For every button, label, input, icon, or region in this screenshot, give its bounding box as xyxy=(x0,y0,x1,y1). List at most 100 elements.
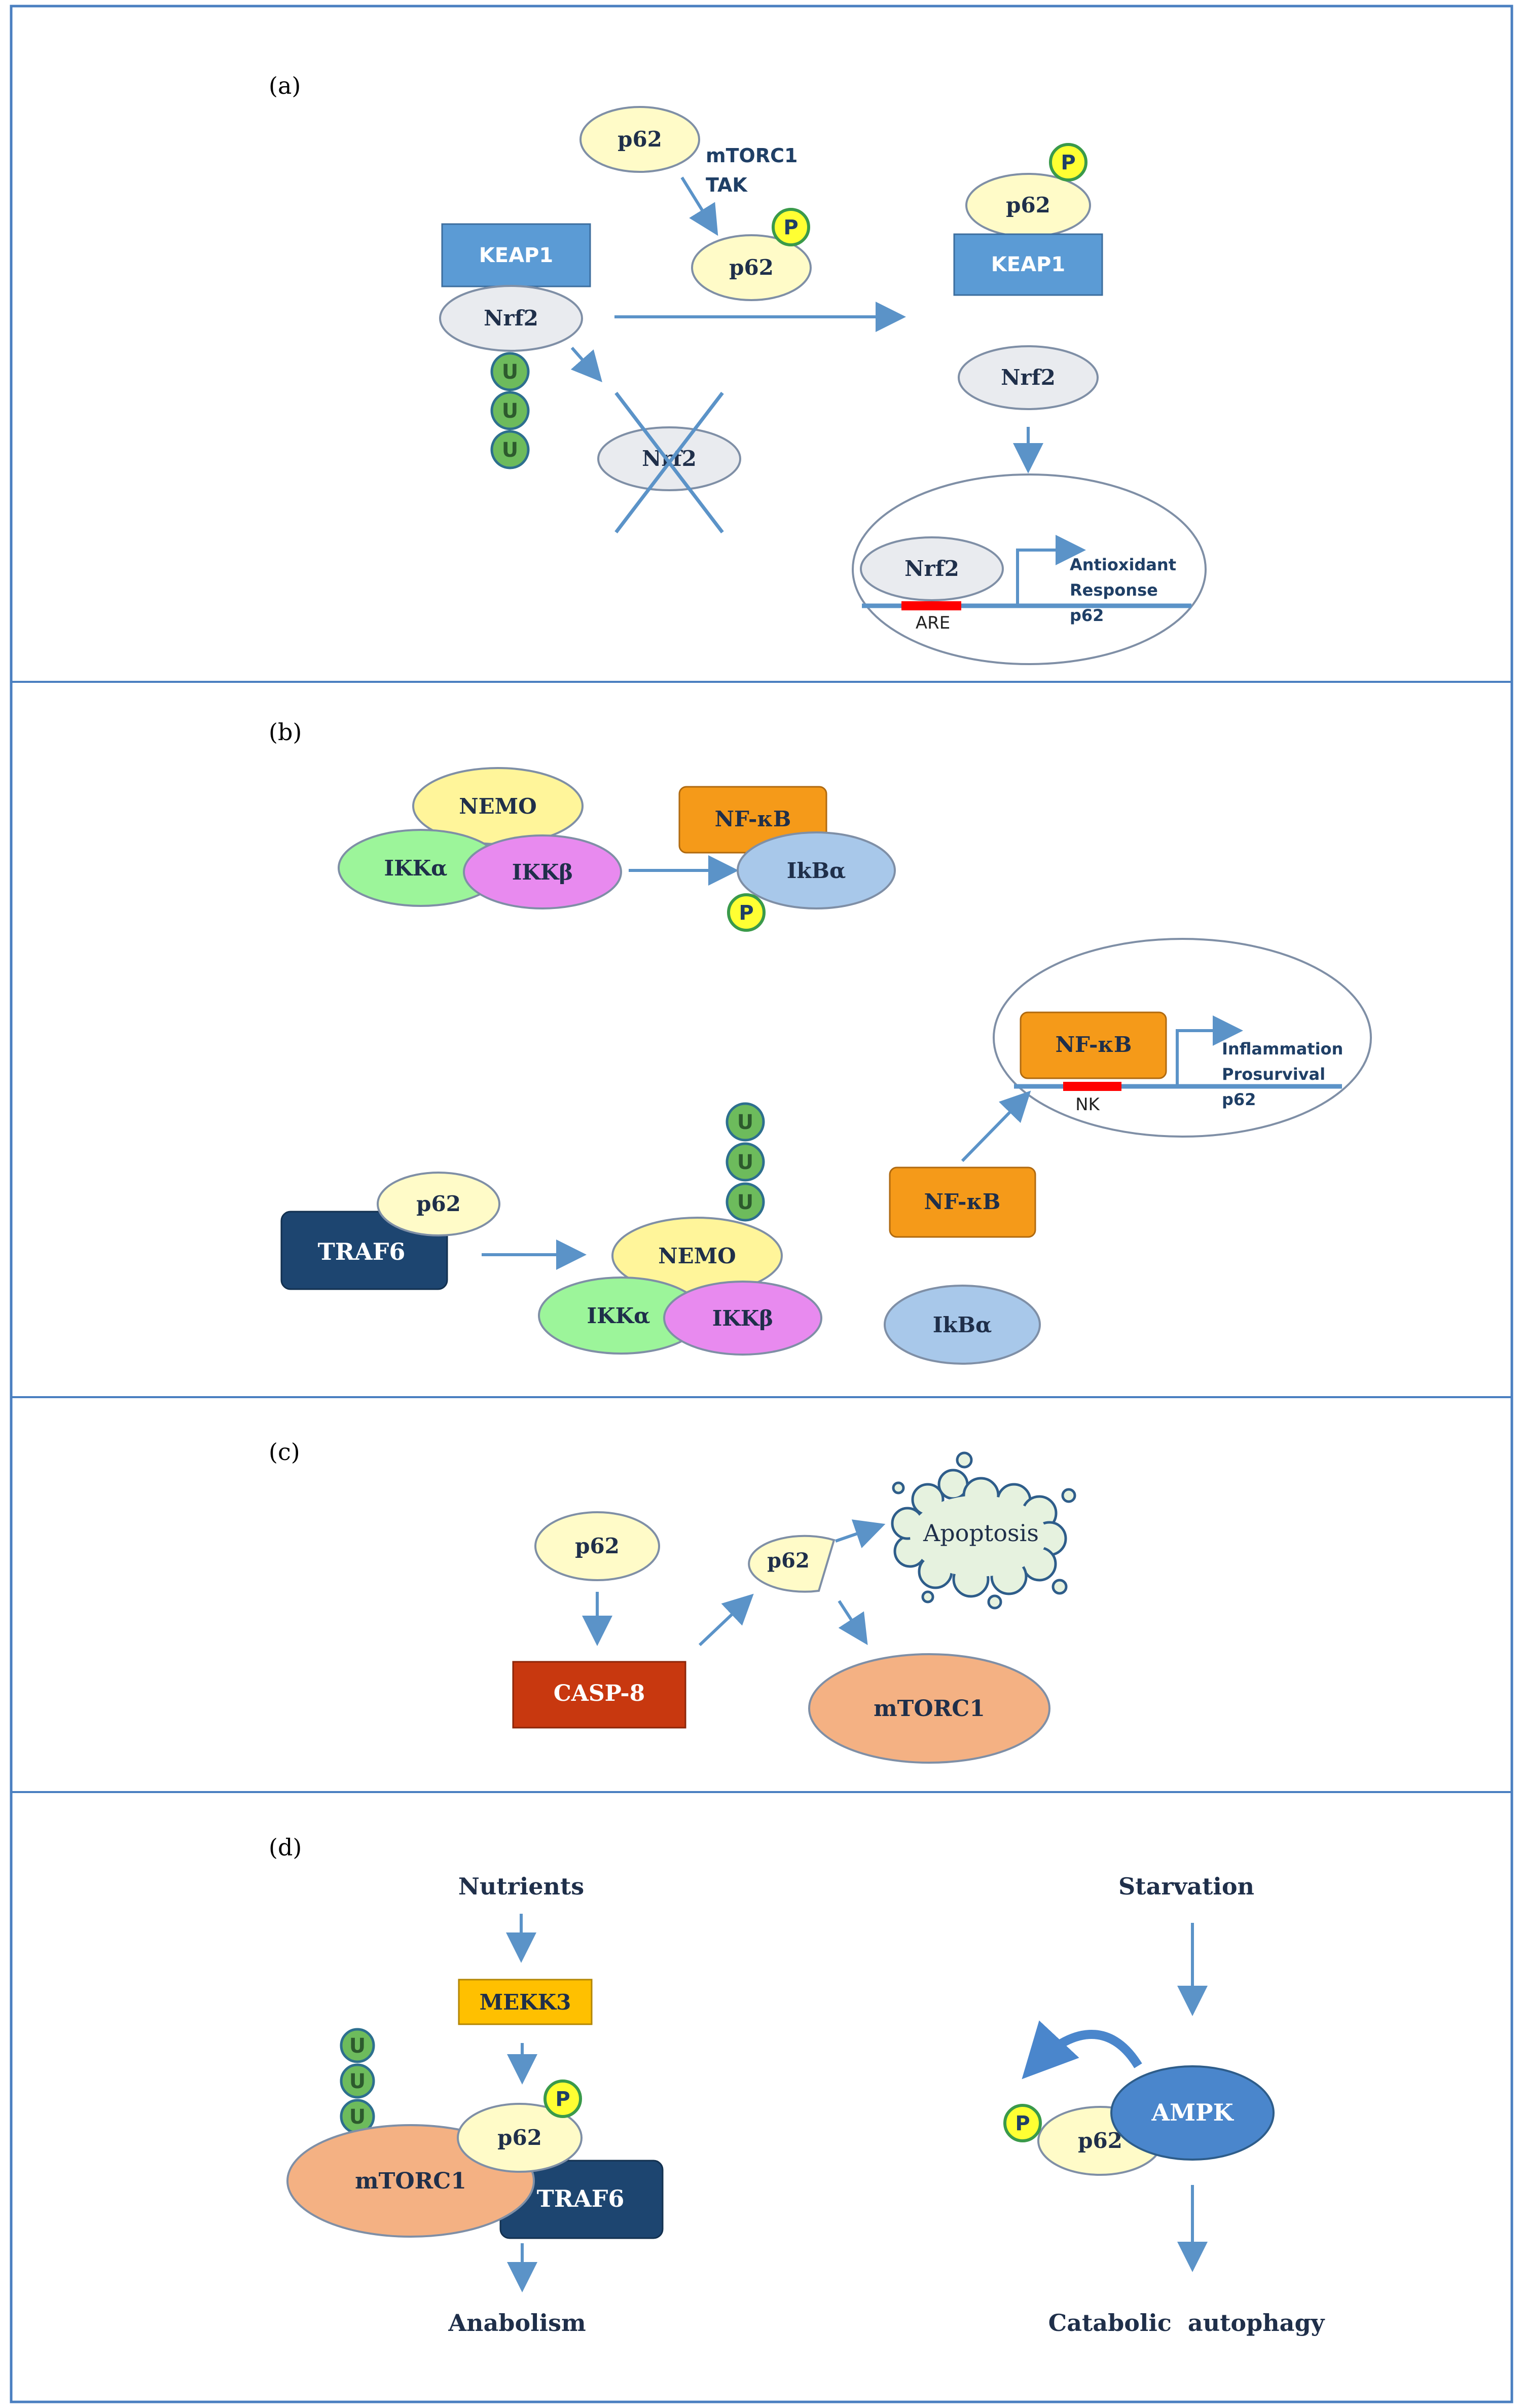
nrf2-bound-label: Nrf2 xyxy=(904,556,959,581)
nfkb-label: NF-κB xyxy=(715,807,791,831)
keap1-box-right xyxy=(953,233,1103,296)
starvation-label: Starvation xyxy=(1118,1873,1254,1900)
catabolic-autophagy-label: Catabolic autophagy xyxy=(1048,2309,1325,2337)
gene-label-1: Antioxidant xyxy=(1070,555,1176,574)
svg-text:U: U xyxy=(502,439,518,462)
kinase-label-tak: TAK xyxy=(706,174,748,196)
p62-node xyxy=(579,106,700,173)
nucleus-a xyxy=(852,473,1207,665)
nrf2-degraded-node xyxy=(597,426,741,491)
transcription-arrow xyxy=(1016,535,1086,604)
nfkb-nucleus-box xyxy=(1020,1011,1167,1079)
p62-d-right-label: p62 xyxy=(1078,2128,1122,2153)
mekk3-box xyxy=(458,1979,593,2025)
svg-text:P: P xyxy=(739,901,753,925)
p62-cleaved-label: p62 xyxy=(767,1549,810,1573)
keap1-label: KEAP1 xyxy=(479,244,553,267)
mekk3-label: MEKK3 xyxy=(480,1990,571,2015)
svg-text:U: U xyxy=(349,2034,366,2058)
panel-a-label: (a) xyxy=(269,72,301,99)
arrow-nfkb-translocation xyxy=(961,1090,1031,1162)
mtorc1-d-label: mTORC1 xyxy=(355,2168,466,2194)
p62-traf6-node xyxy=(377,1172,500,1236)
phosphate-icon-2: P xyxy=(1049,143,1087,181)
panel-d: (d) Nutrients MEKK3 U U U TRAF6 mTORC1 p… xyxy=(269,1834,1325,2337)
p62-label: p62 xyxy=(618,127,662,152)
svg-text:U: U xyxy=(502,360,518,384)
nrf2-node xyxy=(439,285,583,352)
p62-bound-label: p62 xyxy=(1006,193,1050,217)
ampk-label: AMPK xyxy=(1151,2099,1234,2126)
p62-d-left-node xyxy=(457,2103,583,2173)
ikkb-bottom-label: IKKβ xyxy=(712,1306,774,1331)
svg-text:P: P xyxy=(1061,151,1075,174)
panel-b: (b) NEMO IKKα IKKβ NF-κB IkBα P NF-κB NK… xyxy=(269,718,1372,1365)
svg-text:U: U xyxy=(737,1111,753,1134)
nrf2-bound-node xyxy=(860,536,1004,601)
ikkb-node xyxy=(463,834,622,909)
panel-a: (a) p62 mTORC1 TAK p62 P KEAP1 Nrf2 U U … xyxy=(269,72,1207,665)
are-label: ARE xyxy=(916,613,950,633)
ikba-node xyxy=(737,831,896,909)
cross-mark-icon-2 xyxy=(614,391,724,534)
gene-label-b1: Inflammation xyxy=(1222,1039,1343,1059)
p62-cleaved-node xyxy=(748,1535,836,1593)
svg-text:P: P xyxy=(555,2088,570,2111)
svg-text:U: U xyxy=(737,1151,753,1174)
nrf2-label: Nrf2 xyxy=(484,306,538,331)
traf6-label: TRAF6 xyxy=(318,1238,406,1265)
gene-label-3: p62 xyxy=(1070,606,1104,625)
p62-d-left-label: p62 xyxy=(497,2125,542,2150)
nfkb-free-label: NF-κB xyxy=(924,1189,1001,1214)
nutrients-label: Nutrients xyxy=(458,1873,584,1900)
arrow-p62-mtorc1 xyxy=(838,1600,868,1646)
nk-label: NK xyxy=(1075,1094,1100,1115)
nrf2-free-node xyxy=(958,345,1099,410)
ikkb-label: IKKβ xyxy=(512,860,573,885)
nk-element xyxy=(1063,1082,1121,1091)
casp8-label: CASP-8 xyxy=(554,1681,645,1706)
ikba-free-label: IkBα xyxy=(933,1312,992,1337)
gene-label-b3: p62 xyxy=(1222,1090,1256,1109)
nfkb-free-box xyxy=(889,1166,1036,1238)
transcription-arrow-b xyxy=(1176,1015,1243,1085)
mtorc1-c-node xyxy=(808,1653,1050,1764)
ikka-label: IKKα xyxy=(384,856,448,881)
arrow-casp8-cleavage xyxy=(698,1593,754,1647)
ampk-node xyxy=(1110,2065,1275,2161)
panel-d-label: (d) xyxy=(269,1834,302,1861)
ubiquitin-chain-icon: U U U xyxy=(490,352,530,469)
svg-text:U: U xyxy=(349,2070,366,2093)
anabolism-label: Anabolism xyxy=(448,2309,586,2337)
panel-b-label: (b) xyxy=(269,718,302,746)
p62-traf6-label: p62 xyxy=(416,1191,461,1216)
p62-c-label: p62 xyxy=(575,1534,620,1558)
panel-c: (c) p62 CASP-8 p62 xyxy=(269,1438,1076,1764)
svg-text:U: U xyxy=(502,399,518,423)
nemo-label: NEMO xyxy=(459,794,536,819)
ikba-free-node xyxy=(884,1285,1041,1365)
p62-phosphorylated-node xyxy=(691,234,812,301)
casp8-box xyxy=(512,1661,686,1729)
apoptosis-cloud-icon xyxy=(891,1451,1076,1610)
svg-text:U: U xyxy=(349,2105,366,2129)
nrf2-degraded-label: Nrf2 xyxy=(642,446,697,471)
panel-c-label: (c) xyxy=(269,1438,300,1466)
figure-border xyxy=(10,5,1513,2403)
arrow-p62-apoptosis xyxy=(835,1519,886,1549)
keap1-right-label: KEAP1 xyxy=(991,253,1065,276)
arrow-degradation xyxy=(570,347,602,383)
are-element xyxy=(901,601,961,610)
apoptosis-label: Apoptosis xyxy=(923,1519,1039,1547)
phosphate-icon: P xyxy=(772,208,810,246)
ampk-phosphorylation-arrow xyxy=(1022,2020,1142,2079)
svg-text:P: P xyxy=(783,216,798,239)
ikka-bottom-label: IKKα xyxy=(587,1303,650,1328)
phosphate-icon-5: P xyxy=(1003,2104,1042,2142)
svg-text:U: U xyxy=(737,1191,753,1214)
kinase-label-mtorc1: mTORC1 xyxy=(706,144,797,167)
ikba-label: IkBα xyxy=(787,858,846,883)
gene-label-2: Response xyxy=(1070,580,1158,600)
nrf2-free-label: Nrf2 xyxy=(1001,365,1056,390)
